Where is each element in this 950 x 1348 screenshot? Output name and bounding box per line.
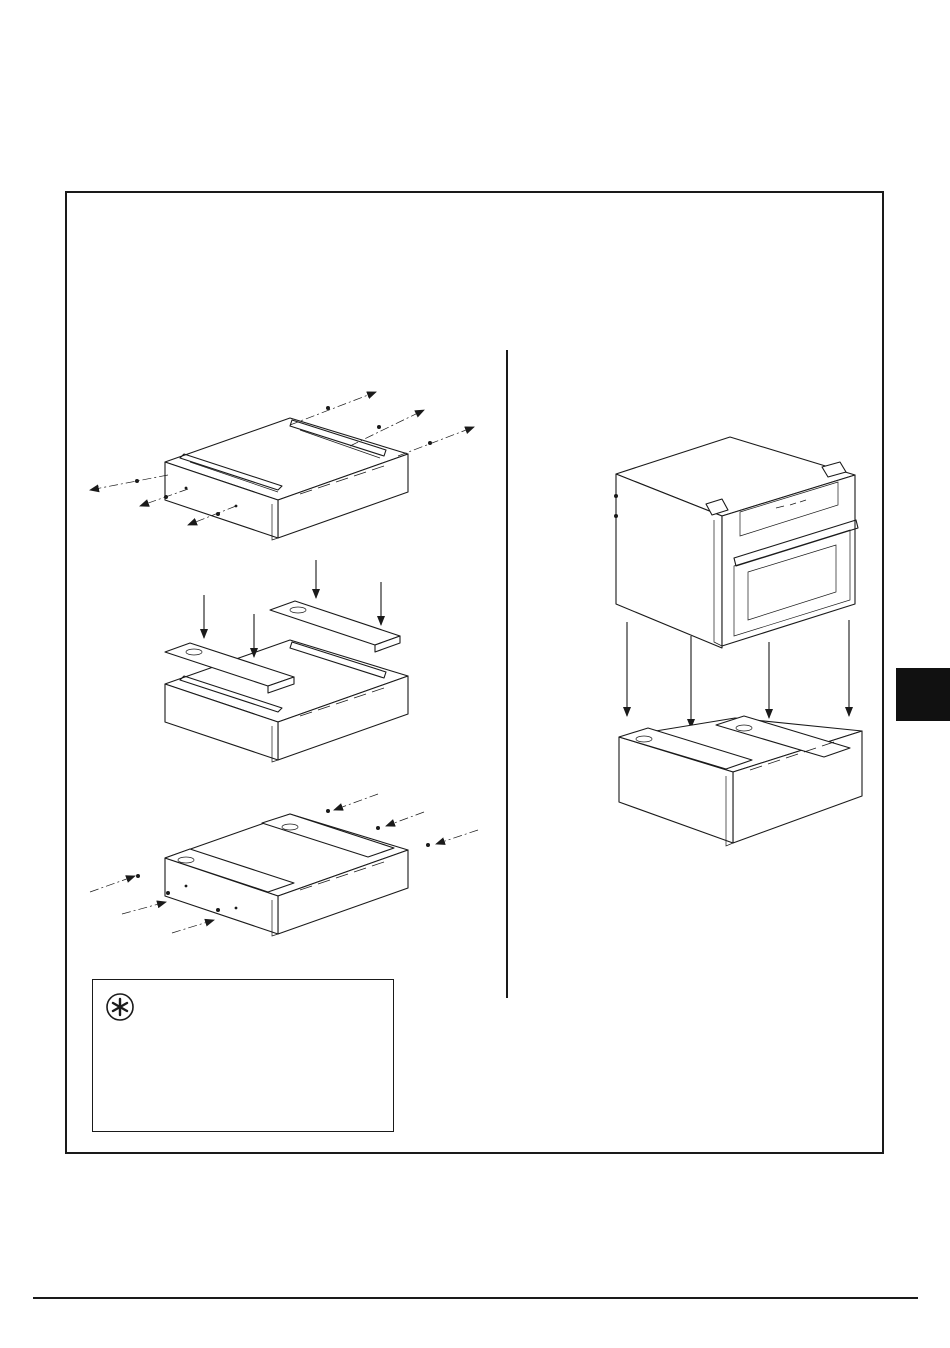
asterisk-icon [105, 992, 135, 1022]
language-tab [896, 668, 950, 721]
drawer-refit-screws-illustration [90, 794, 478, 936]
oven-on-drawer-illustration [614, 437, 862, 846]
drawer-remove-screws-illustration [90, 392, 474, 540]
footer-rule [33, 1297, 918, 1299]
note-box [92, 979, 394, 1132]
drawer-fit-brackets-illustration [165, 560, 408, 762]
